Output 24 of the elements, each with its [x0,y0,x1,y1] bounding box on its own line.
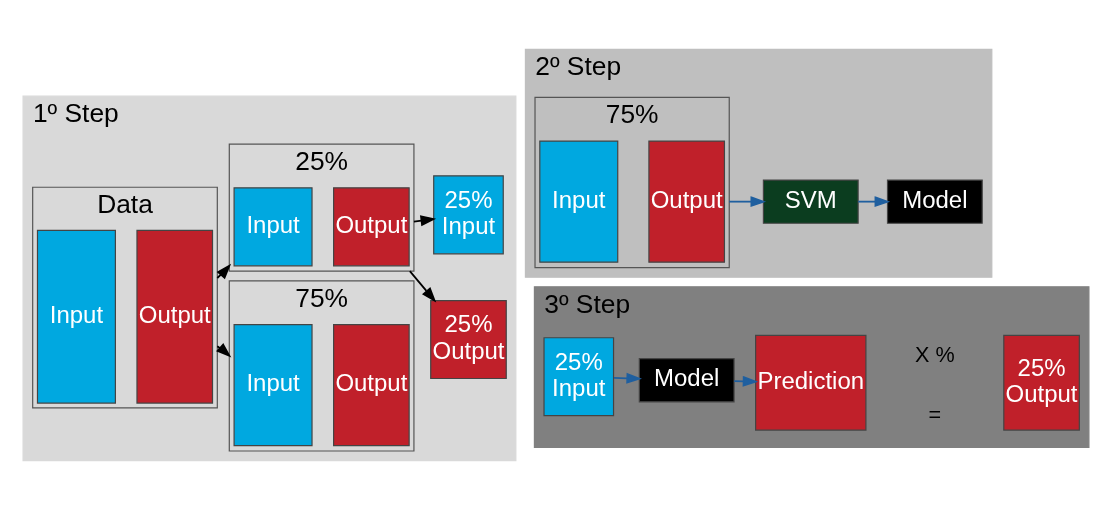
node-box: 25% Output [430,299,507,379]
label: X % [915,341,955,367]
arrow [728,195,767,207]
node-box: Input [233,186,313,266]
node-box: Input [539,140,619,263]
arrow [733,375,759,387]
node-box: Input [233,323,313,446]
node-box: Input [36,229,116,404]
node-box: Output [648,140,726,263]
node-box: Output [333,323,410,446]
node-box: Prediction [755,334,867,431]
node-box: Output [333,186,410,266]
arrow [408,269,437,303]
node-box: 25% Input [543,336,615,416]
arrow [613,372,642,384]
node-box: Output [136,229,214,404]
arrow [413,214,437,226]
arrow [857,195,891,207]
node-box: 25% Output [1003,334,1080,431]
node-box: Model [638,357,735,402]
node-box: Model [886,178,983,224]
label: = [928,401,942,427]
node-box: 25% Input [433,174,504,254]
node-box: SVM [762,178,859,224]
